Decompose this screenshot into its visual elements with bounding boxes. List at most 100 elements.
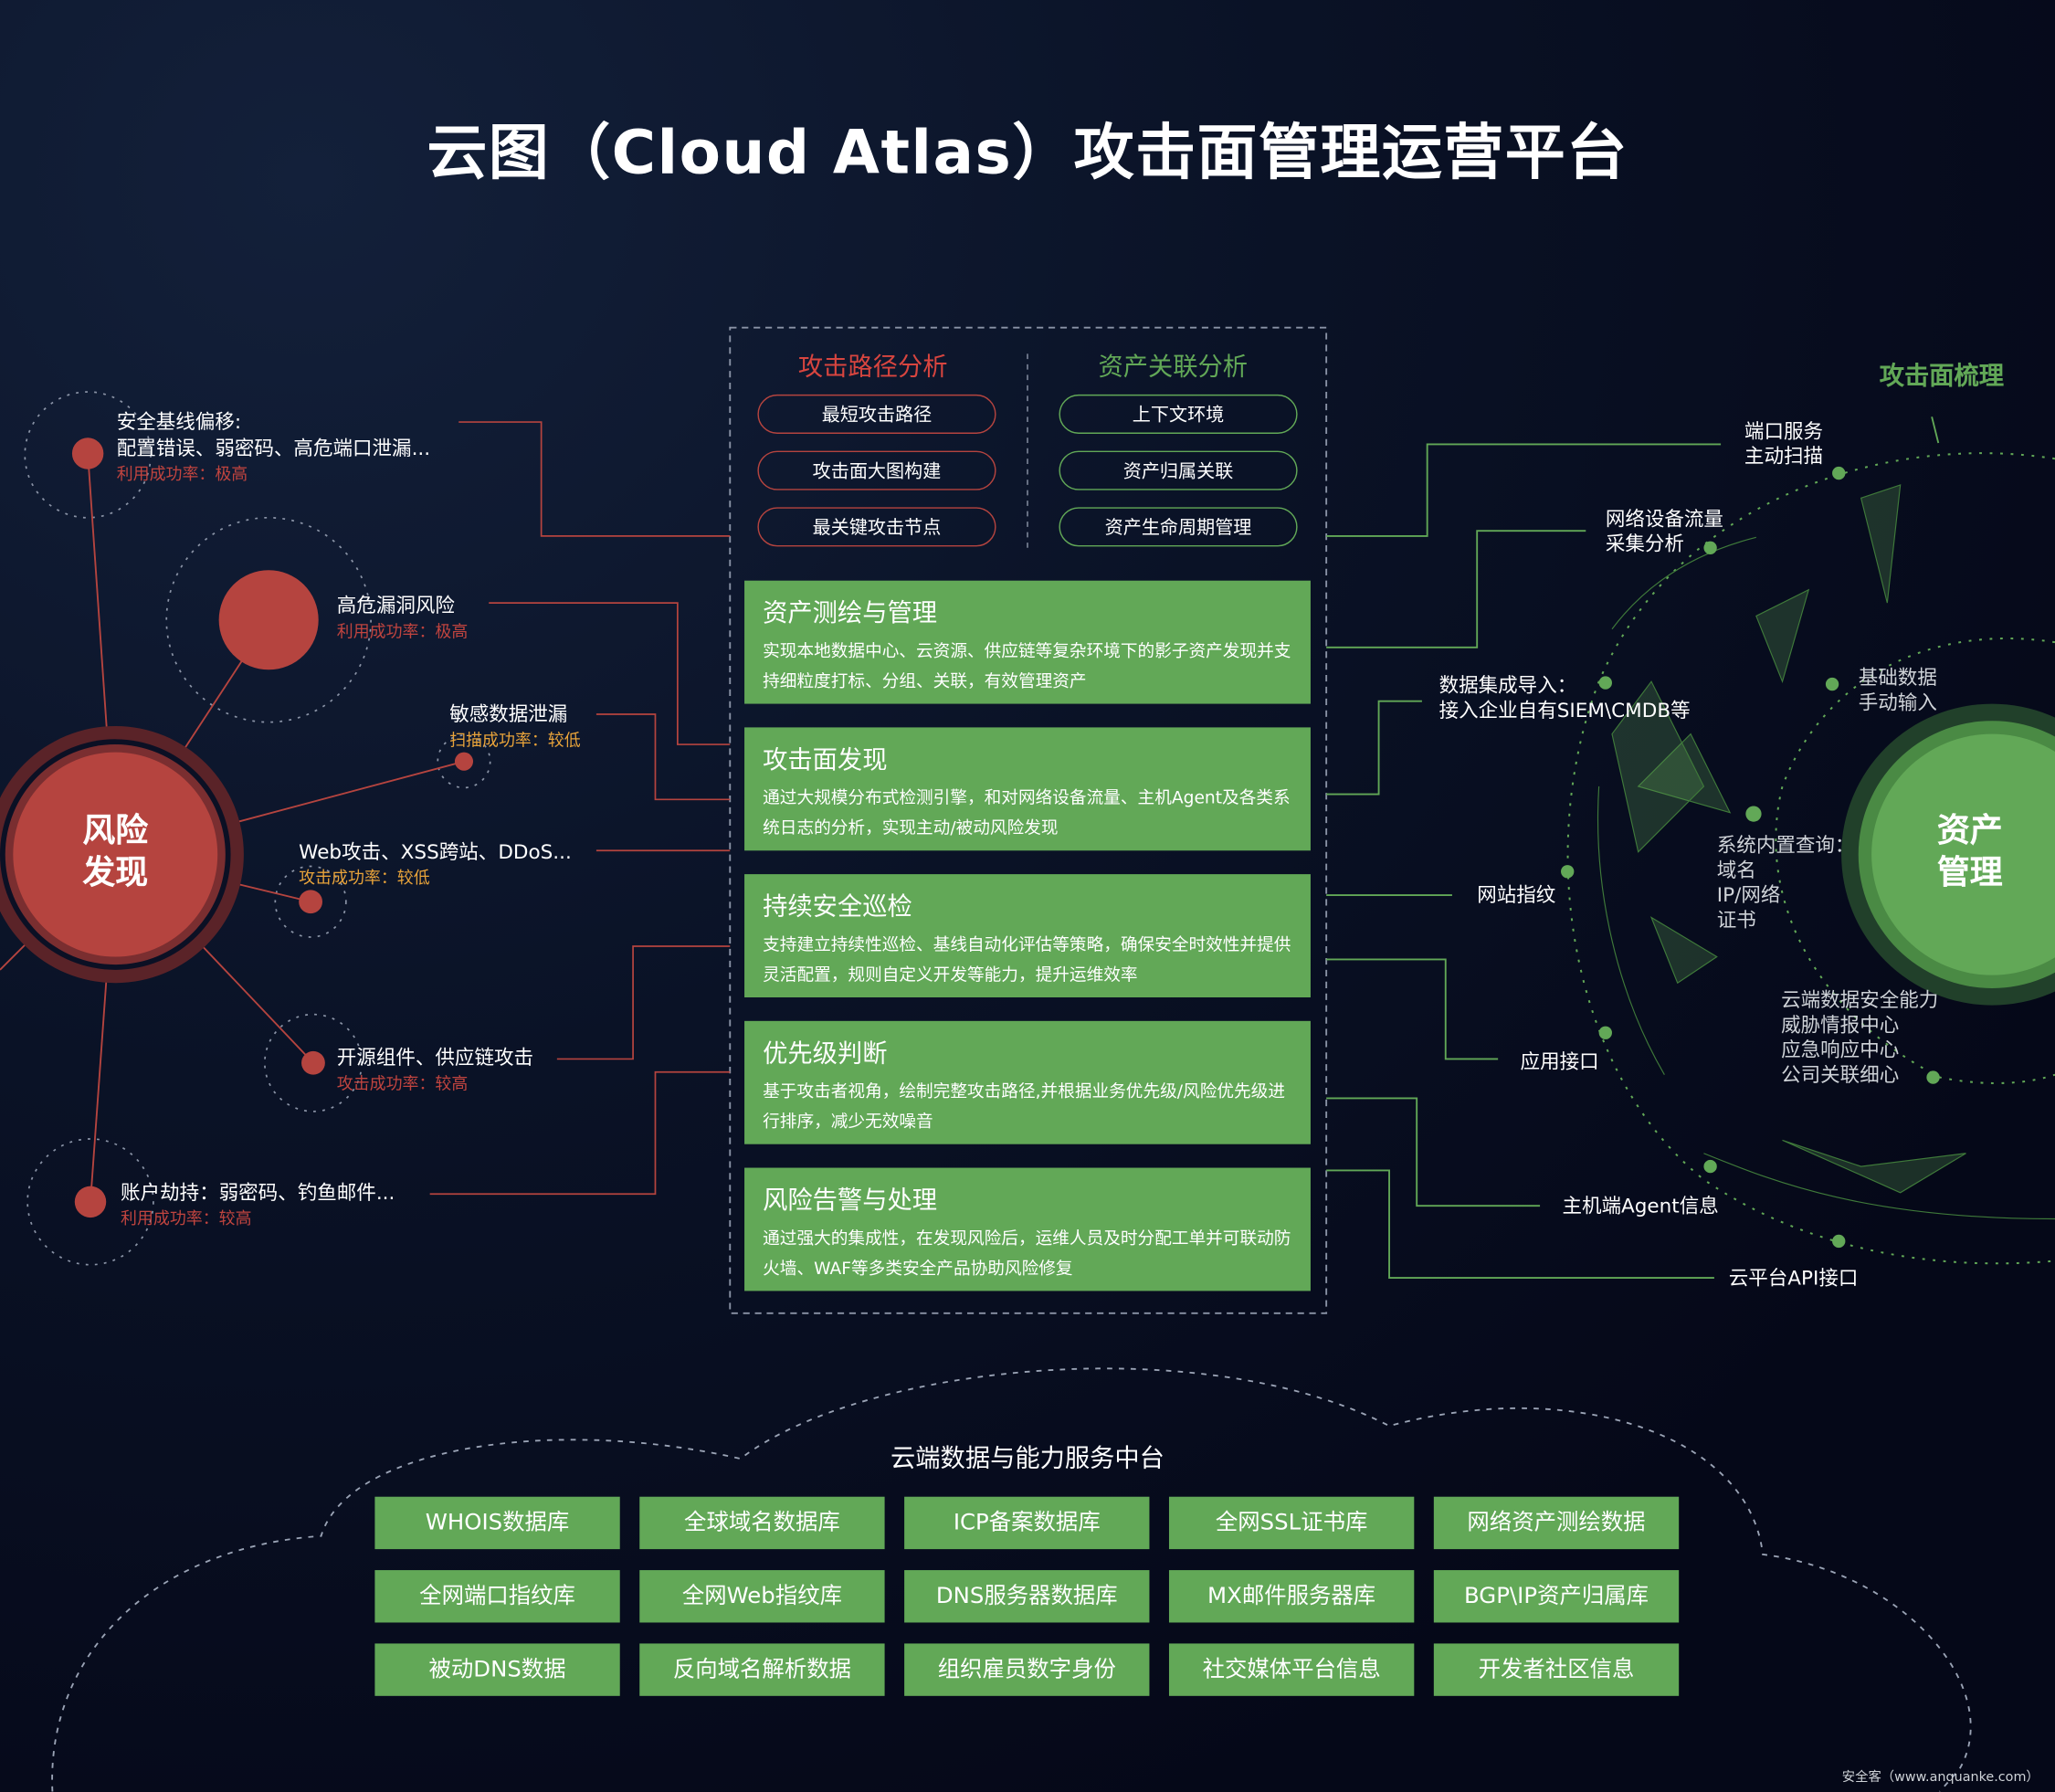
- cloud-data-cell[interactable]: 全网SSL证书库: [1168, 1496, 1415, 1550]
- block-asset-mapping[interactable]: 资产测绘与管理实现本地数据中心、云资源、供应链等复杂环境下的影子资产发现并支持细…: [744, 580, 1311, 704]
- risk-dots: [71, 437, 474, 1218]
- block-desc: 支持建立持续性巡检、基线自动化评估等策略，确保安全时效性并提供灵活配置，规则自定…: [763, 935, 1291, 986]
- source-text: 网络设备流量: [1605, 507, 1723, 532]
- page-title: 云图（Cloud Atlas）攻击面管理运营平台: [427, 116, 1628, 188]
- source-text: 主动扫描: [1744, 444, 1824, 469]
- node-text: 配置错误、弱密码、高危端口泄漏...: [116, 436, 431, 460]
- globe-network: [1597, 484, 2055, 1220]
- block-desc: 基于攻击者视角，绘制完整攻击路径,并根据业务优先级/风险优先级进行排序，减少无效…: [763, 1082, 1285, 1133]
- risk-center-label: 风险发现: [63, 810, 168, 894]
- node-text: 账户劫持：弱密码、钓鱼邮件...: [121, 1180, 395, 1205]
- asset-center-line: 管理: [1936, 853, 2003, 891]
- block-title: 攻击面发现: [763, 745, 888, 775]
- block-risk-alert[interactable]: 风险告警与处理通过强大的集成性，在发现风险后，运维人员及时分配工单并可联动防火墙…: [744, 1167, 1311, 1291]
- block-priority[interactable]: 优先级判断基于攻击者视角，绘制完整攻击路径,并根据业务优先级/风险优先级进行排序…: [744, 1020, 1311, 1144]
- cloud-data-cell[interactable]: 组织雇员数字身份: [904, 1643, 1150, 1696]
- inner-text: 威胁情报中心: [1781, 1013, 1900, 1038]
- inner-text: 证书: [1716, 908, 1756, 933]
- node-text: 高危漏洞风险: [336, 594, 455, 617]
- node-rate: 扫描成功率：较低: [449, 730, 581, 750]
- pill-attack-surface-map[interactable]: 攻击面大图构建: [757, 450, 996, 490]
- asset-center-label: 资产管理: [1937, 810, 2016, 894]
- inner-text: 系统内置查询：: [1716, 833, 1855, 858]
- inner-manual-input: 基础数据手动输入: [1859, 666, 1937, 716]
- pill-context[interactable]: 上下文环境: [1059, 394, 1298, 434]
- pill-key-attack-node[interactable]: 最关键攻击节点: [757, 507, 996, 547]
- attack-path-heading: 攻击路径分析: [797, 353, 948, 382]
- risk-node-supply-chain[interactable]: 开源组件、供应链攻击攻击成功率：较高: [337, 1045, 533, 1097]
- source-network-traffic[interactable]: 网络设备流量采集分析: [1606, 507, 1723, 557]
- block-attack-surface-discovery[interactable]: 攻击面发现通过大规模分布式检测引擎，和对网络设备流量、主机Agent及各类系统日…: [744, 727, 1311, 851]
- block-title: 持续安全巡检: [763, 892, 912, 922]
- inner-text: 公司关联细心: [1781, 1062, 1900, 1087]
- asset-center-line: 资产: [1936, 811, 2003, 849]
- inner-text: 手动输入: [1858, 690, 1937, 715]
- source-app-api[interactable]: 应用接口: [1520, 1049, 1599, 1074]
- node-rate: 利用成功率：较高: [121, 1208, 252, 1228]
- cloud-data-cell[interactable]: DNS服务器数据库: [904, 1570, 1150, 1623]
- inner-text: 应急响应中心: [1781, 1038, 1900, 1062]
- cloud-data-cell[interactable]: BGP\IP资产归属库: [1433, 1570, 1680, 1623]
- pill-asset-lifecycle[interactable]: 资产生命周期管理: [1059, 507, 1298, 547]
- cloud-data-cell[interactable]: 被动DNS数据: [374, 1643, 620, 1696]
- cloud-data-cell[interactable]: WHOIS数据库: [374, 1496, 620, 1550]
- source-web-fingerprint[interactable]: 网站指纹: [1477, 883, 1556, 907]
- asset-connectors: [1326, 416, 1940, 1280]
- inner-cloud-capability: 云端数据安全能力威胁情报中心应急响应中心公司关联细心: [1781, 988, 1938, 1088]
- pill-asset-ownership[interactable]: 资产归属关联: [1059, 450, 1298, 490]
- cloud-data-cell[interactable]: 全球域名数据库: [639, 1496, 885, 1550]
- block-title: 优先级判断: [763, 1038, 888, 1069]
- risk-node-baseline[interactable]: 安全基线偏移:配置错误、弱密码、高危端口泄漏...利用成功率：极高: [117, 409, 430, 488]
- node-rate: 攻击成功率：较低: [299, 867, 430, 888]
- node-rate: 利用成功率：极高: [336, 621, 469, 641]
- source-text: 采集分析: [1605, 532, 1684, 556]
- source-text: 接入企业自有SIEM\CMDB等: [1438, 698, 1691, 722]
- cloud-data-cell[interactable]: 反向域名解析数据: [639, 1643, 885, 1696]
- asset-heading: 攻击面梳理: [1879, 362, 2005, 391]
- block-continuous-inspection[interactable]: 持续安全巡检支持建立持续性巡检、基线自动化评估等策略，确保安全时效性并提供灵活配…: [744, 874, 1311, 997]
- inner-text: 云端数据安全能力: [1781, 987, 1939, 1012]
- node-text: 开源组件、供应链攻击: [336, 1046, 534, 1070]
- block-title: 资产测绘与管理: [763, 598, 938, 628]
- cloud-outline: [51, 1367, 1972, 1792]
- source-text: 端口服务: [1744, 419, 1824, 444]
- asset-relation-heading: 资产关联分析: [1098, 353, 1249, 382]
- risk-node-data-leak[interactable]: 敏感数据泄漏扫描成功率：较低: [449, 701, 581, 754]
- risk-core: [13, 752, 218, 957]
- risk-center-line: 风险: [82, 811, 149, 849]
- pill-shortest-path[interactable]: 最短攻击路径: [757, 394, 996, 434]
- block-desc: 通过强大的集成性，在发现风险后，运维人员及时分配工单并可联动防火墙、WAF等多类…: [763, 1228, 1291, 1280]
- cloud-data-cell[interactable]: 开发者社区信息: [1433, 1643, 1680, 1696]
- watermark: 安全客（www.anquanke.com）: [1841, 1770, 2039, 1786]
- node-text: 安全基线偏移:: [116, 410, 242, 434]
- source-cloud-api[interactable]: 云平台API接口: [1728, 1266, 1859, 1290]
- cloud-data-cell[interactable]: ICP备案数据库: [904, 1496, 1150, 1550]
- inner-text: IP/网络: [1716, 883, 1781, 907]
- source-data-import[interactable]: 数据集成导入：接入企业自有SIEM\CMDB等: [1439, 674, 1691, 724]
- node-text: Web攻击、XSS跨站、DDoS...: [299, 839, 572, 864]
- risk-node-vuln[interactable]: 高危漏洞风险利用成功率：极高: [337, 593, 469, 645]
- cloud-data-cell[interactable]: 全网端口指纹库: [374, 1570, 620, 1623]
- cloud-data-cell[interactable]: 网络资产测绘数据: [1433, 1496, 1680, 1550]
- risk-node-account[interactable]: 账户劫持：弱密码、钓鱼邮件... 利用成功率：较高: [121, 1179, 395, 1231]
- block-title: 风险告警与处理: [763, 1186, 938, 1216]
- risk-node-web-attack[interactable]: Web攻击、XSS跨站、DDoS... 攻击成功率：较低: [299, 838, 572, 891]
- cloud-data-cell[interactable]: MX邮件服务器库: [1168, 1570, 1415, 1623]
- central-dashed-box: [729, 326, 1328, 1314]
- cloud-data-cell[interactable]: 全网Web指纹库: [639, 1570, 885, 1623]
- block-desc: 通过大规模分布式检测引擎，和对网络设备流量、主机Agent及各类系统日志的分析，…: [763, 788, 1291, 839]
- inner-text: 基础数据: [1858, 665, 1937, 690]
- block-desc: 实现本地数据中心、云资源、供应链等复杂环境下的影子资产发现并支持细粒度打标、分组…: [763, 642, 1291, 692]
- source-port-scan[interactable]: 端口服务主动扫描: [1744, 419, 1823, 469]
- node-text: 敏感数据泄漏: [449, 702, 568, 726]
- inner-text: 域名: [1716, 858, 1756, 882]
- source-host-agent[interactable]: 主机端Agent信息: [1562, 1194, 1719, 1218]
- risk-connectors: [429, 421, 731, 1196]
- risk-center-line: 发现: [82, 853, 149, 891]
- node-rate: 攻击成功率：较高: [336, 1073, 469, 1093]
- cloud-data-cell[interactable]: 社交媒体平台信息: [1168, 1643, 1415, 1696]
- source-text: 数据集成导入：: [1438, 673, 1577, 698]
